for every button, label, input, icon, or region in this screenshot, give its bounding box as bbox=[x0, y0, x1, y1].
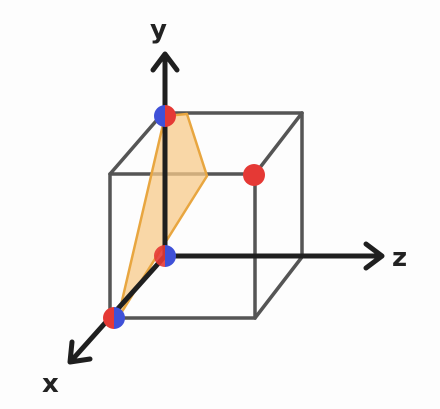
z-axis-arrowhead bbox=[363, 241, 385, 271]
origin-point bbox=[154, 245, 176, 267]
point-on-x-axis bbox=[103, 307, 125, 329]
x-axis-label: x bbox=[42, 369, 59, 399]
cube-corner-point bbox=[243, 164, 265, 186]
x-axis-arrowhead bbox=[67, 339, 93, 365]
z-axis-label: z bbox=[392, 243, 407, 273]
cube-edge-top-left bbox=[108, 111, 165, 176]
cube-edge-top-right bbox=[253, 111, 304, 176]
y-axis-label: y bbox=[150, 15, 167, 45]
point-on-y-axis bbox=[154, 105, 176, 127]
cube-edge-bottom-right bbox=[253, 255, 304, 320]
y-axis-arrowhead bbox=[150, 51, 180, 73]
